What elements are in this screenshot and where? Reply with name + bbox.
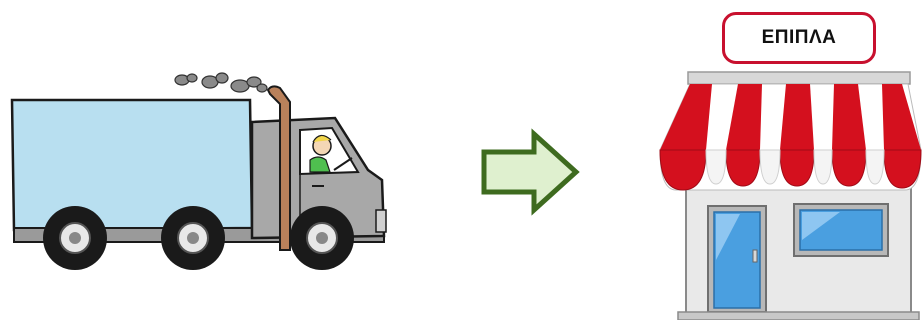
shop-door-icon (708, 206, 766, 312)
wheel-icon (290, 206, 354, 270)
storefront: ΕΠΙΠΛΑ (650, 0, 923, 320)
shop-window-icon (794, 204, 888, 256)
shop-sign: ΕΠΙΠΛΑ (722, 12, 876, 64)
smoke-icon (175, 73, 267, 92)
wheel-icon (43, 206, 107, 270)
right-arrow-icon (478, 128, 582, 216)
wheel-icon (161, 206, 225, 270)
delivery-truck-icon (0, 60, 400, 280)
